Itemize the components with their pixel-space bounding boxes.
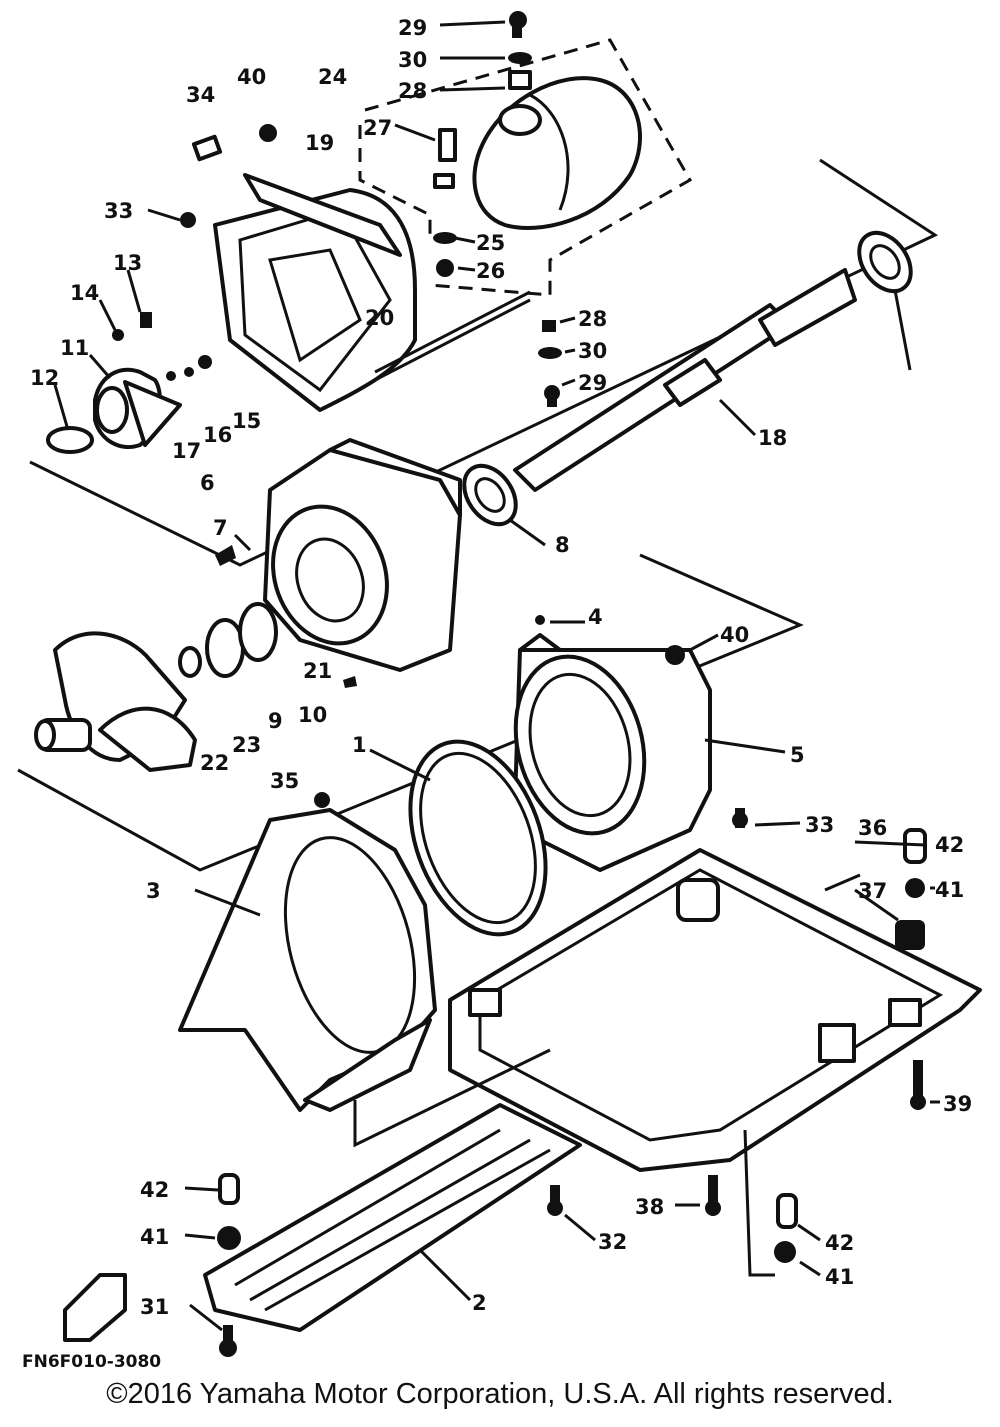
diagram-code: FN6F010-3080 [22,1352,162,1372]
callout-label: 3 [146,879,161,903]
callout-label: 4 [588,605,603,629]
group-frames [17,158,939,872]
callout-label: 11 [60,336,89,360]
callout-labels: 29 30 28 24 34 40 19 27 33 25 26 13 14 2… [30,16,972,1319]
callout-label: 25 [476,231,505,255]
impeller [34,602,357,772]
callout-label: 8 [555,533,570,557]
callout-label: 33 [805,813,834,837]
callout-label: 21 [303,659,332,683]
callout-label: 30 [398,48,427,72]
callout-label: 38 [635,1195,664,1219]
callout-label: 33 [104,199,133,223]
callout-label: 9 [268,709,283,733]
callout-label: 28 [398,79,427,103]
callout-label: 41 [140,1225,169,1249]
callout-label: 17 [172,439,201,463]
callout-label: 20 [365,306,394,330]
callout-label: 42 [825,1231,854,1255]
callout-label: 32 [598,1230,627,1254]
callout-label: 22 [200,751,229,775]
callout-label: 14 [70,281,99,305]
callout-label: 41 [935,878,964,902]
intake-duct [178,792,437,1112]
callout-label: 15 [232,409,261,433]
callout-label: 35 [270,769,299,793]
callout-label: 16 [203,423,232,447]
pump-outlet-housing [180,124,531,412]
callout-label: 27 [363,116,392,140]
callout-label: 18 [758,426,787,450]
leader-lines [53,20,940,1332]
nozzle-deflector-assembly [358,11,693,297]
drive-shaft [462,230,913,527]
callout-label: 40 [237,65,266,89]
callout-label: 26 [476,259,505,283]
callout-label: 39 [943,1092,972,1116]
callout-label: 7 [213,516,228,540]
callout-label: 42 [935,833,964,857]
callout-label: 24 [318,65,347,89]
callout-label: 41 [825,1265,854,1289]
callout-label: 34 [186,83,215,107]
callout-label: 10 [298,703,327,727]
callout-label: 2 [472,1291,487,1315]
callout-label: 31 [140,1295,169,1319]
nozzle-cone [46,312,212,454]
callout-label: 23 [232,733,261,757]
callout-label: 29 [398,16,427,40]
callout-label: 28 [578,307,607,331]
impeller-housing [215,438,462,672]
callout-label: 13 [113,251,142,275]
callout-label: 37 [858,879,887,903]
callout-label: 1 [352,733,367,757]
callout-label: 19 [305,131,334,155]
callout-label: 29 [578,371,607,395]
callout-label: 5 [790,743,805,767]
callout-label: 6 [200,471,215,495]
callout-label: 36 [858,816,887,840]
callout-label: 40 [720,623,749,647]
ride-plate-and-grate [63,828,982,1357]
callout-label: 42 [140,1178,169,1202]
intake-housing-and-ring [408,615,748,937]
callout-label: 30 [578,339,607,363]
copyright-notice: ©2016 Yamaha Motor Corporation, U.S.A. A… [106,1378,894,1410]
callout-label: 12 [30,366,59,390]
